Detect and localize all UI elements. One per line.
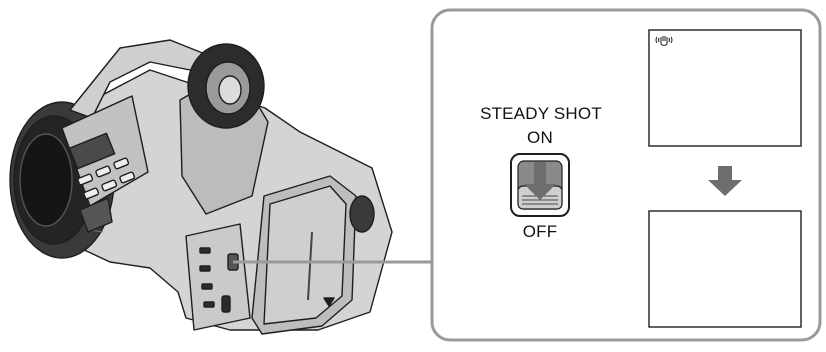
battery-face xyxy=(264,186,346,324)
lens-glass xyxy=(20,134,72,226)
jack xyxy=(222,296,230,312)
steady-shot-switch xyxy=(511,154,569,216)
switch-off-label: OFF xyxy=(500,222,580,242)
jack xyxy=(204,302,214,307)
switch-on-label: ON xyxy=(510,128,570,148)
camcorder-illustration xyxy=(10,40,392,334)
strap-knob xyxy=(350,196,374,232)
viewfinder-glass xyxy=(219,76,241,104)
screen-steadyshot-on xyxy=(649,30,801,146)
connector-panel xyxy=(186,224,250,330)
jack xyxy=(202,284,212,289)
screen-steadyshot-off xyxy=(649,211,801,327)
switch-title-label: STEADY SHOT xyxy=(466,104,616,124)
jack xyxy=(200,248,210,253)
jack xyxy=(200,266,210,271)
